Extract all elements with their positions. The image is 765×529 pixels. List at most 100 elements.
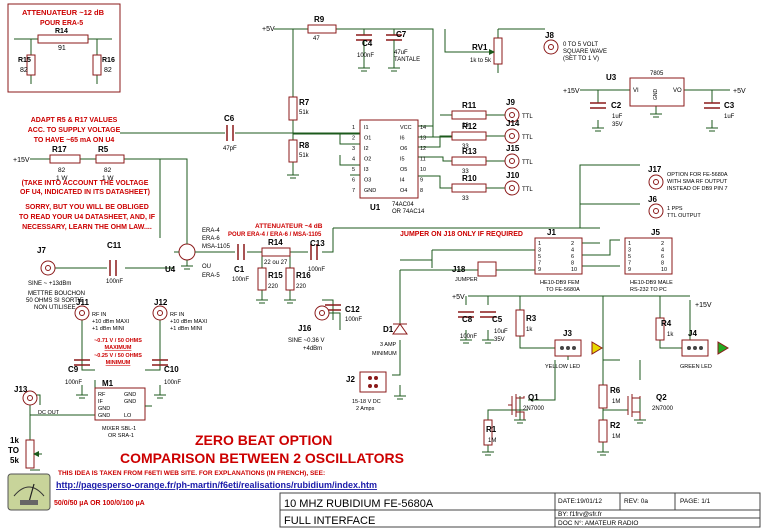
m1-pin-name: RF [98, 392, 106, 398]
u4-part: ERA-6 [202, 236, 220, 242]
c4-ref: C4 [362, 39, 373, 48]
plus15-label-3: +15V [695, 302, 712, 309]
u1-pin-left-num: 4 [352, 157, 355, 163]
atten4-title: ATTENUATEUR ~4 dB [255, 223, 323, 230]
r5-ref: R5 [98, 145, 109, 154]
j4-l1: GREEN LED [680, 364, 712, 370]
j5-body [624, 237, 673, 275]
j7-ref: J7 [37, 246, 46, 255]
j2-l2: 2 Amps [356, 406, 375, 412]
atten12-resistors [26, 34, 102, 76]
atten12-subtitle: POUR ERA-5 [40, 20, 83, 27]
j6-pin [653, 208, 659, 214]
q1-ref: Q1 [528, 393, 539, 402]
pin-num-left: 1 [538, 241, 541, 247]
j7-l4: NON UTILISEE [34, 305, 76, 311]
title-date: DATE:19/01/12 [558, 498, 602, 505]
pin-num-left: 9 [628, 267, 631, 273]
r6-ref: R6 [610, 386, 621, 395]
j5-l1: HE10-DB9 MALE [630, 280, 673, 286]
take-note: (TAKE INTO ACCOUNT THE VOLTAGE OF U4, IN… [20, 180, 150, 196]
r16-val: 82 [104, 67, 112, 74]
c5-symbol [480, 311, 496, 318]
level-note-l4: MINIMUM [106, 360, 131, 366]
j8-l2: SQUARE WAVE [563, 49, 607, 55]
u3-part: 7805 [650, 71, 664, 77]
pot-l1: 1k [10, 436, 19, 445]
j16-pin [319, 310, 325, 316]
c12-ref: C12 [345, 305, 360, 314]
r14-val: 91 [58, 45, 66, 52]
c1-symbol [237, 244, 245, 260]
j6-l2: TTL OUTPUT [667, 213, 701, 219]
ttl-label: TTL [522, 114, 533, 120]
pin-num-right: 4 [661, 248, 664, 254]
m1-pin-name: GND [124, 399, 136, 405]
j8-l1: 0 TO 5 VOLT [563, 42, 598, 48]
u3-body [629, 77, 685, 107]
zero-beat-info: THIS IDEA IS TAKEN FROM F6ETI WEB SITE. … [58, 470, 325, 477]
ground-symbol-u4 [181, 265, 193, 270]
u3-vi: VI [633, 88, 639, 94]
r15-ref: R15 [18, 57, 31, 64]
u1-pin-left-name: GND [364, 188, 376, 194]
adapt-note-line: ADAPT R5 & R17 VALUES [31, 117, 118, 124]
title-doc: DOC N°: AMATEUR RADIO [558, 519, 639, 527]
sorry-note-line: SORRY, BUT YOU WILL BE OBLIGED [25, 204, 149, 211]
ttl-label: TTL [522, 160, 533, 166]
c3-v1: 1uF [724, 114, 735, 120]
r8-ref: R8 [299, 141, 310, 150]
output-resistor [451, 131, 487, 141]
ground-symbol-r8 [287, 174, 299, 179]
u1-pin-left-num: 5 [352, 167, 355, 173]
r16b-ref: R16 [296, 271, 311, 280]
j17-l2: WITH SMA RF OUTPUT [667, 179, 728, 185]
u4-part: ERA-4 [202, 228, 220, 234]
u4-ou: OU [202, 264, 211, 270]
jumper-note: JUMPER ON J18 ONLY IF REQUIRED [400, 231, 523, 238]
u1-ref: U1 [370, 203, 381, 212]
m1-ref: M1 [102, 379, 114, 388]
m1-pin-name: LO [124, 413, 132, 419]
ttl-label: TTL [522, 187, 533, 193]
j16-l1: SINE ~0.36 V [288, 338, 325, 344]
r17-v2: 1 W [56, 175, 68, 182]
yellow-led-icon [591, 341, 603, 355]
j7-l2: METTRE BOUCHON [28, 291, 85, 297]
title-line-2: FULL INTERFACE [284, 515, 375, 527]
j12-ref: J12 [154, 298, 168, 307]
plus5-label-top: +5V [262, 26, 275, 33]
r4-body [655, 317, 665, 341]
meter-icon [7, 473, 51, 511]
c5-v1: 10uF [494, 329, 508, 335]
j7-pin [45, 265, 51, 271]
ground-symbols-atten4 [256, 299, 296, 304]
ground-symbols-q [482, 419, 646, 456]
u4-part: MSA-1105 [202, 244, 231, 250]
zero-beat-subtitle: COMPARISON BETWEEN 2 OSCILLATORS [120, 450, 404, 466]
adapt-note-line: TO HAVE ~65 mA ON U4 [34, 137, 115, 144]
pin-num-right: 4 [571, 248, 574, 254]
pin-num-right: 10 [661, 267, 667, 273]
r1-body [483, 419, 493, 446]
u4-leads [174, 238, 200, 266]
output-resistor [451, 110, 487, 120]
rv1-val: 1k to 5k [470, 58, 492, 64]
ground-symbols-top [358, 67, 400, 72]
j18-body [477, 261, 497, 277]
title-page: PAGE: 1/1 [680, 498, 711, 505]
r6-val: 1M [612, 399, 620, 405]
output-resistor-val: 33 [462, 144, 469, 150]
take-note-line: OF U4, INDICATED IN ITS DATASHEET) [20, 189, 150, 196]
c7-v2: TANTALE [394, 57, 420, 63]
r9-val: 47 [313, 36, 320, 42]
f6eti-link[interactable]: http://pagesperso-orange.fr/ph-martin/f6… [56, 480, 377, 490]
u4-body [178, 243, 196, 261]
j8-pin [548, 44, 554, 50]
c8-symbol [458, 311, 474, 318]
u1-pin-left-name: I2 [364, 146, 369, 152]
r7-ref: R7 [299, 98, 310, 107]
c3-symbol [704, 102, 720, 109]
j4-pin [693, 346, 697, 350]
title-by: BY: f1frv@sfr.fr [558, 511, 603, 518]
